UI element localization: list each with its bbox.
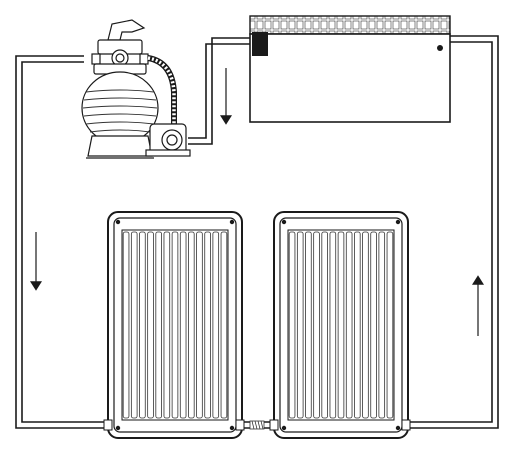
collector-tube xyxy=(337,231,345,419)
pool-icon xyxy=(249,15,451,123)
collector-tube xyxy=(196,231,203,419)
sand-filter-pump-icon xyxy=(81,19,191,159)
pipe-right xyxy=(410,35,499,429)
collector-tube xyxy=(288,231,296,419)
collector-tube xyxy=(345,231,353,419)
pipe-loop xyxy=(15,35,499,429)
collector-tube xyxy=(329,231,337,419)
collector-tube xyxy=(220,231,228,419)
collector-tube xyxy=(204,231,211,419)
solar-panel-2 xyxy=(269,211,411,439)
collector-tube xyxy=(370,231,377,419)
collector-tube xyxy=(354,231,361,419)
collector-tube xyxy=(378,231,386,419)
solar-panel-1 xyxy=(103,211,245,439)
collector-tube xyxy=(305,231,312,419)
pipe-pump-to-pool xyxy=(188,37,252,145)
collector-tube xyxy=(147,231,154,419)
collector-tube xyxy=(171,231,179,419)
collector-tube xyxy=(188,231,195,419)
collector-tube xyxy=(139,231,146,419)
collector-tube xyxy=(163,231,171,419)
collector-tube xyxy=(179,231,187,419)
collector-tube xyxy=(321,231,328,419)
pipe-left xyxy=(15,55,106,429)
panel-coupling xyxy=(249,420,265,430)
collector-tube xyxy=(296,231,304,419)
collector-tube xyxy=(212,231,220,419)
flow-arrows xyxy=(30,68,484,336)
collector-tube xyxy=(386,231,394,419)
collector-tube xyxy=(155,231,162,419)
collector-tube xyxy=(130,231,138,419)
collector-tube xyxy=(313,231,320,419)
collector-tube xyxy=(362,231,369,419)
collector-tube xyxy=(122,231,130,419)
